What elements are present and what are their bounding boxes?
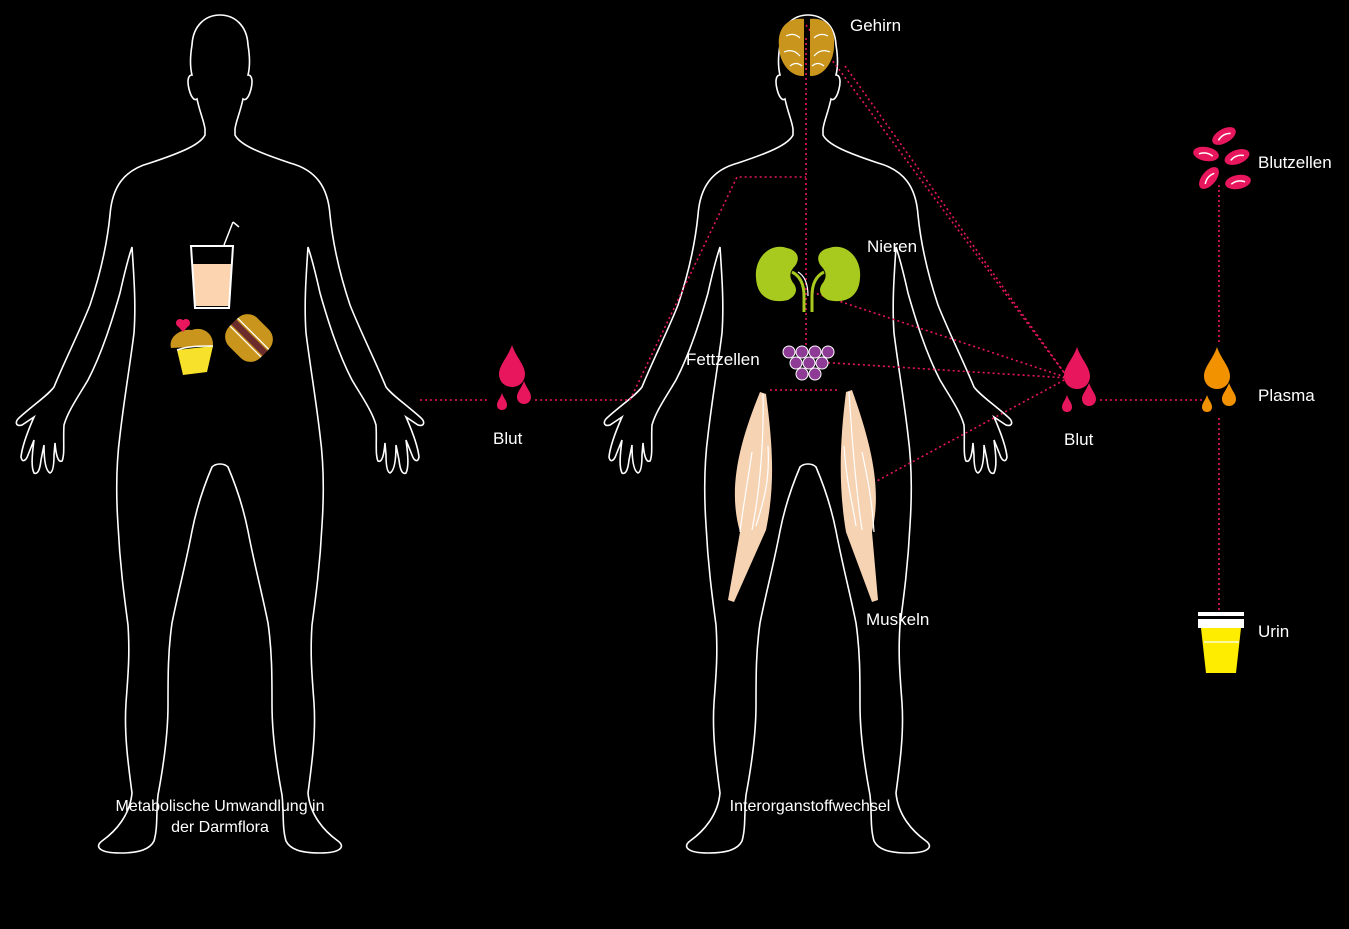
fat-cells-icon <box>783 346 834 380</box>
drink-icon <box>191 222 239 308</box>
urine-cup-icon <box>1198 612 1244 673</box>
label-fat-cells: Fettzellen <box>686 350 760 370</box>
muscle-icon <box>728 392 772 602</box>
label-muscles: Muskeln <box>866 610 929 630</box>
human-outline-icon <box>604 15 1011 853</box>
kidneys-icon <box>756 247 860 312</box>
burger-icon <box>219 308 278 367</box>
label-plasma: Plasma <box>1258 386 1315 406</box>
label-urine: Urin <box>1258 622 1289 642</box>
connector-lines <box>420 25 1219 612</box>
label-kidneys: Nieren <box>867 237 917 257</box>
plasma-drops-icon <box>1202 347 1236 412</box>
muscle-icon <box>841 390 878 602</box>
label-blood-left: Blut <box>493 429 522 449</box>
caption-center: Interorganstoffwechsel <box>660 796 960 817</box>
cupcake-icon <box>171 319 213 375</box>
label-blood-cells: Blutzellen <box>1258 153 1332 173</box>
blood-drops-icon <box>1062 347 1096 412</box>
caption-left-line1: Metabolische Umwandlung in <box>60 796 380 817</box>
human-outline-icon <box>16 15 423 853</box>
caption-left: Metabolische Umwandlung in der Darmflora <box>60 796 380 838</box>
brain-icon <box>779 19 834 76</box>
blood-cells-icon <box>1192 123 1252 192</box>
caption-left-line2: der Darmflora <box>60 817 380 838</box>
label-blood-right: Blut <box>1064 430 1093 450</box>
label-brain: Gehirn <box>850 16 901 36</box>
blood-drops-icon <box>497 345 531 410</box>
